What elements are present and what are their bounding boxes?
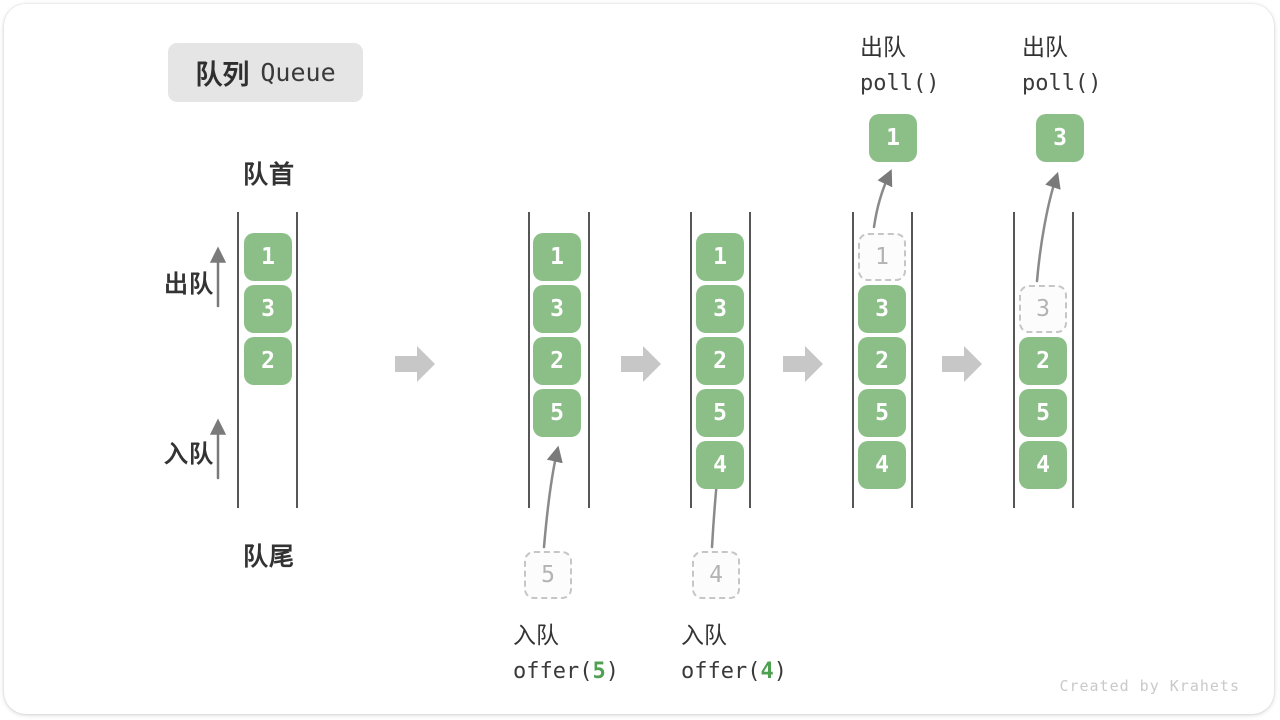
queue-wall [237,212,239,508]
op-code: poll() [860,71,940,96]
queue-item: 2 [858,337,906,385]
op-zh: 入队 [513,622,559,648]
op-code-pre: offer( [513,659,593,684]
queue-item: 5 [533,389,581,437]
title-en: Queue [260,58,336,87]
op-code-post: ) [773,659,787,684]
queue-item: 1 [533,233,581,281]
queue-item: 1 [244,233,292,281]
queue-item: 5 [696,389,744,437]
enqueue-operation-label: 入队 offer(4) [681,616,787,684]
queue-item: 2 [696,337,744,385]
queue-item: 4 [696,441,744,489]
queue-item: 3 [244,285,292,333]
removed-item-dashed: 3 [1019,285,1067,333]
op-code-arg: 4 [760,659,774,684]
queue-item: 3 [696,285,744,333]
dequeued-item: 3 [1036,114,1084,162]
queue-front-label: 队首 [242,161,295,189]
queue-item: 5 [858,389,906,437]
queue-wall [1072,212,1074,508]
title-badge: 队列 Queue [168,43,363,102]
dequeue-operation-label: 出队 poll() [860,28,939,96]
queue-item: 5 [1019,389,1067,437]
op-code: offer(5) [513,659,619,684]
op-zh: 出队 [860,34,906,60]
diagram-card [4,4,1274,714]
queue-wall [749,212,751,508]
dequeue-operation-label: 出队 poll() [1022,28,1101,96]
queue-item: 3 [533,285,581,333]
queue-wall [690,212,692,508]
queue-wall [1013,212,1015,508]
queue-wall [911,212,913,508]
pending-item-dashed: 5 [524,551,572,599]
queue-wall [528,212,530,508]
op-code: poll() [1022,71,1102,96]
queue-item: 2 [244,337,292,385]
queue-wall [852,212,854,508]
enqueue-side-label: 入队 [164,441,214,468]
op-code: offer(4) [681,659,787,684]
queue-rear-label: 队尾 [242,543,295,571]
removed-item-dashed: 1 [858,233,906,281]
op-code-post: ) [605,659,619,684]
queue-item: 4 [1019,441,1067,489]
queue-item: 4 [858,441,906,489]
queue-item: 2 [533,337,581,385]
queue-wall [588,212,590,508]
queue-item: 3 [858,285,906,333]
title-zh: 队列 [195,60,250,90]
op-zh: 出队 [1022,34,1068,60]
pending-item-dashed: 4 [692,551,740,599]
enqueue-operation-label: 入队 offer(5) [513,616,619,684]
op-zh: 入队 [681,622,727,648]
dequeued-item: 1 [869,114,917,162]
queue-item: 1 [696,233,744,281]
op-code-pre: offer( [681,659,761,684]
queue-item: 2 [1019,337,1067,385]
watermark: Created by Krahets [1059,677,1240,695]
queue-wall [296,212,298,508]
op-code-arg: 5 [592,659,606,684]
dequeue-side-label: 出队 [164,271,214,298]
